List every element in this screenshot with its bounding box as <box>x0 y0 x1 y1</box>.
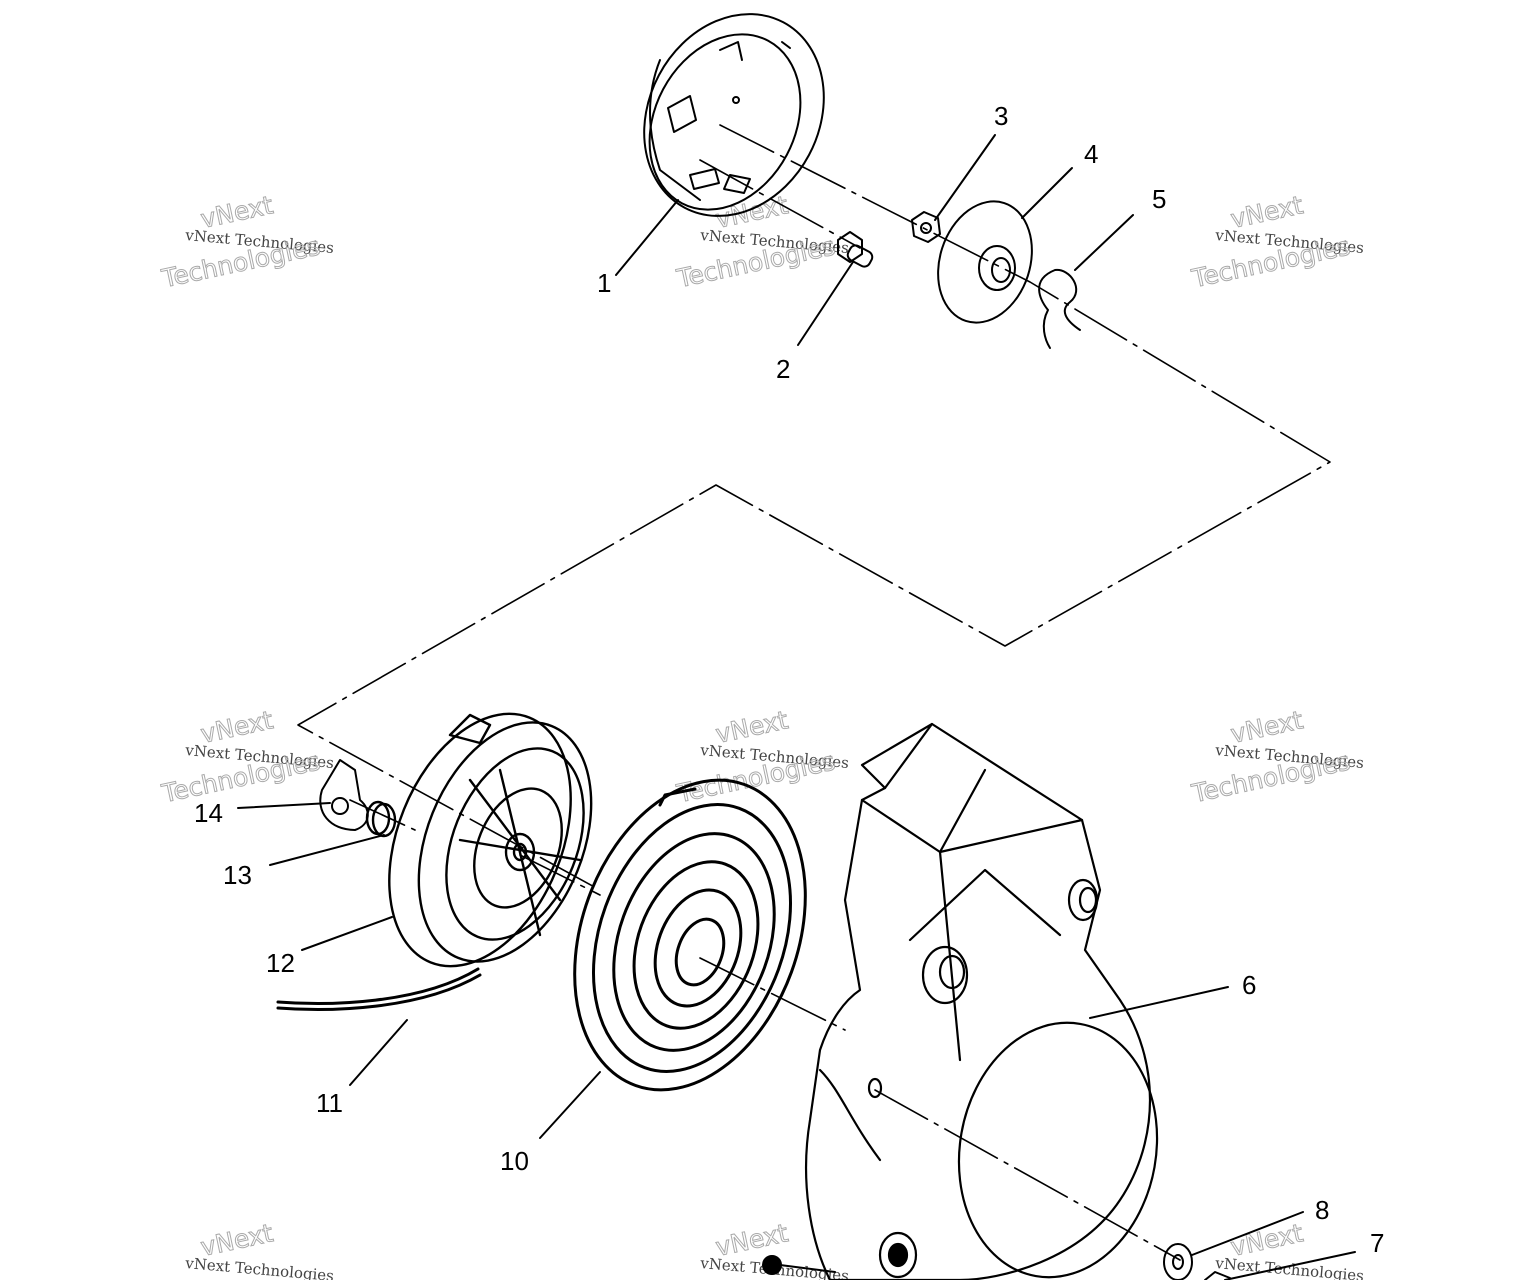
axis-line-housing <box>699 957 846 1031</box>
callout-10: 10 <box>500 1146 529 1176</box>
leader-5 <box>1074 214 1134 271</box>
leader-12 <box>301 916 393 951</box>
callout-1: 1 <box>597 268 611 298</box>
part-2-bolt <box>837 231 874 268</box>
part-14-pawl <box>319 759 369 831</box>
leader-7 <box>1224 1251 1356 1280</box>
leader-2 <box>797 261 854 346</box>
part-12-reel <box>388 712 593 968</box>
leader-10 <box>539 1071 601 1139</box>
leader-1 <box>615 199 679 276</box>
part-3-nut <box>911 211 941 243</box>
part-7-bolt <box>1204 1271 1231 1280</box>
part-11-rope <box>276 967 482 1011</box>
part-4-plate <box>937 200 1033 324</box>
axis-line-upper <box>297 124 1331 891</box>
leader-4 <box>1021 167 1073 219</box>
part-5-clip <box>1038 268 1081 349</box>
callout-11: 11 <box>316 1088 343 1118</box>
axis-lines <box>297 124 1331 1261</box>
callout-6: 6 <box>1242 970 1256 1000</box>
watermark: vNext vNext Technologies Technologies <box>158 705 335 809</box>
callout-3: 3 <box>994 101 1008 131</box>
callout-13: 13 <box>223 860 252 890</box>
watermark-text: vNext Technologies <box>184 1254 335 1280</box>
part-8-washer <box>1163 1243 1193 1280</box>
axis-line-bolt <box>874 1089 1181 1261</box>
callout-5: 5 <box>1152 184 1166 214</box>
callout-2: 2 <box>776 354 790 384</box>
watermark: vNext vNext Technologies <box>1214 1218 1365 1280</box>
leader-8 <box>1191 1211 1304 1256</box>
leader-13 <box>269 834 385 866</box>
leader-lines <box>237 134 1356 1280</box>
callout-12: 12 <box>266 948 295 978</box>
watermark: vNext vNext Technologies Technologies <box>1188 190 1365 294</box>
axis-line-drum <box>699 159 861 249</box>
leader-6 <box>1089 986 1229 1019</box>
callout-labels: 1 2 3 4 5 6 7 8 10 11 12 13 14 <box>194 101 1384 1258</box>
leader-3 <box>934 134 996 221</box>
part-6-housing <box>805 722 1159 1280</box>
part-1-starter-cup <box>643 13 825 217</box>
watermark: vNext vNext Technologies Technologies <box>673 190 850 294</box>
callout-4: 4 <box>1084 139 1098 169</box>
watermark: vNext vNext Technologies Technologies <box>158 190 335 294</box>
callout-7: 7 <box>1370 1228 1384 1258</box>
part-10-recoil-spring <box>573 778 807 1092</box>
leader-14 <box>237 802 331 809</box>
watermark: vNext vNext Technologies <box>184 1218 335 1280</box>
axis-line-spring <box>519 854 601 896</box>
callout-14: 14 <box>194 798 223 828</box>
callout-8: 8 <box>1315 1195 1329 1225</box>
axis-line-pawl <box>349 799 416 831</box>
watermark: vNext vNext Technologies Technologies <box>1188 705 1365 809</box>
housing-fastener <box>762 1255 836 1275</box>
leader-11 <box>349 1019 408 1086</box>
